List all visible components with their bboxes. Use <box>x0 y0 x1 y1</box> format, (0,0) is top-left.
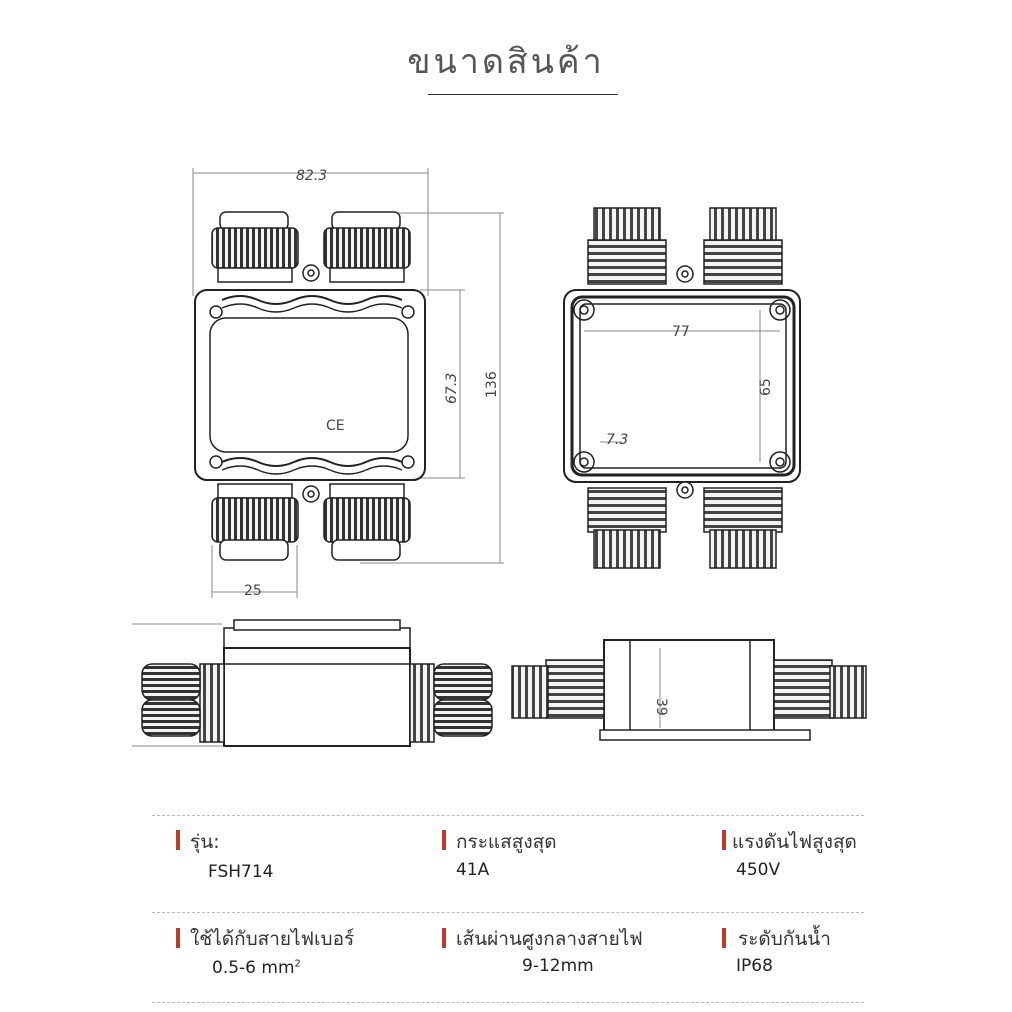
front-view: CE <box>192 168 504 598</box>
accent-bar <box>722 830 726 850</box>
dim-25: 25 <box>244 583 262 599</box>
accent-bar <box>176 830 180 850</box>
dim-136: 136 <box>484 371 500 398</box>
spec-divider-3 <box>152 1002 864 1003</box>
spec-current-label: กระแสสูงสุด <box>456 831 557 853</box>
dim-82-3: 82.3 <box>296 168 327 184</box>
back-view <box>563 207 801 569</box>
spec-model-label: รุ่น: <box>190 831 220 853</box>
spec-divider-2 <box>152 912 864 913</box>
dim-77: 77 <box>672 324 690 340</box>
dim-67-3: 67.3 <box>444 373 460 404</box>
spec-voltage-value: 450V <box>736 860 781 880</box>
accent-bar <box>176 928 180 948</box>
dim-7-3: 7.3 <box>606 432 628 448</box>
side-view-left <box>132 619 493 747</box>
ce-mark: CE <box>326 418 345 434</box>
spec-wire-value: 0.5-6 mm2 <box>212 958 301 978</box>
dim-65: 65 <box>758 378 774 396</box>
side-view-right <box>511 639 867 741</box>
accent-bar <box>722 928 726 948</box>
technical-drawings: CE 82.3 136 67.3 25 <box>132 168 867 747</box>
page-title: ขนาดสินค้า <box>407 42 605 82</box>
spec-diameter-label: เส้นผ่านศูงกลางสายไฟ <box>456 928 643 950</box>
title-underline <box>428 94 618 95</box>
spec-wire-label: ใช้ได้กับสายไฟเบอร์ <box>190 928 355 950</box>
spec-current-value: 41A <box>456 860 490 880</box>
spec-diameter-value: 9-12mm <box>522 956 594 976</box>
accent-bar <box>442 830 446 850</box>
spec-voltage-label: แรงดันไฟสูงสุด <box>732 831 857 853</box>
accent-bar <box>442 928 446 948</box>
spec-model-value: FSH714 <box>208 862 274 882</box>
spec-ip-value: IP68 <box>736 956 773 976</box>
spec-ip-label: ระดับกันน้ำ <box>738 928 831 950</box>
dim-39: 39 <box>653 698 669 716</box>
spec-divider-1 <box>152 815 864 816</box>
